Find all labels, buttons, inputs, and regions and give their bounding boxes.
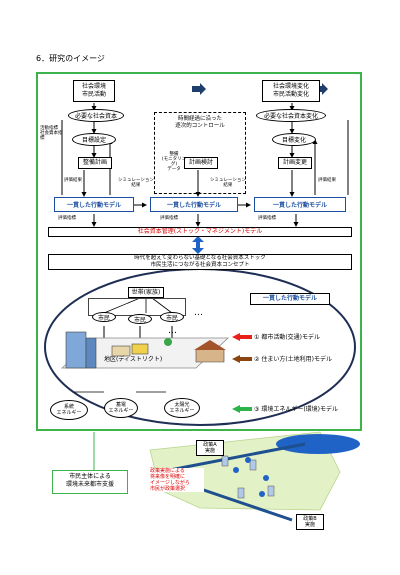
district-label: 地区(ディストリクト) xyxy=(104,356,163,363)
model-item-1: ① 都市活動(交通)モデル xyxy=(254,334,320,341)
left-indicator-label: 活動指標 社会資本指標 xyxy=(40,126,63,141)
right-goal-oval: 目標変化 xyxy=(272,133,316,146)
eval-result-label: 評価結果 xyxy=(318,178,336,183)
sequential-control-region xyxy=(154,112,246,194)
ellipsis: … xyxy=(194,308,203,318)
right-plan-box: 計画変更 xyxy=(278,157,312,169)
citizen-oval: 市民 xyxy=(128,314,152,324)
policy-selection-note: 政策実施による 将来像を明確に イメージしながら 市民が政策選択 xyxy=(150,468,204,492)
eval-result-label: 評価結果 xyxy=(64,178,82,183)
right-status-box: 社会環境変化 市民活動変化 xyxy=(262,80,320,102)
model-item-3: ③ 環境エネルギー(環境)モデル xyxy=(254,406,338,413)
sequential-control-label: 時間経過に沿った 逐次的コントロール xyxy=(175,116,225,129)
concept-box: 時代を超えて変わらない基礎となる社会資本ストック 市民生活につながる社会資本コン… xyxy=(48,254,352,270)
storage-energy-oval: 蓄電 エネルギー xyxy=(104,398,138,418)
citizen-oval: 市民 xyxy=(160,312,184,322)
ellipsis: … xyxy=(168,326,177,336)
consistent-model-box: 一貫した行動モデル xyxy=(250,293,330,305)
right-need-oval: 必要な社会資本変化 xyxy=(256,109,326,122)
citizen-oval: 市民 xyxy=(92,312,116,322)
model-item-2: ② 住まい方(土地利用)モデル xyxy=(254,356,332,363)
index-label: 評価指標 xyxy=(258,216,276,221)
monitoring-data-label: 整備 (モニタリング) データ xyxy=(161,152,187,172)
stock-management-bar: 社会資本管理(ストック・マネジメント)モデル xyxy=(48,227,352,237)
consistent-model-mid: 一貫した行動モデル xyxy=(150,197,238,212)
consistent-model-left: 一貫した行動モデル xyxy=(54,197,134,212)
policy-b-box: 政策B 実施 xyxy=(296,514,324,530)
research-image-frame xyxy=(36,72,362,431)
left-plan-box: 整備計画 xyxy=(78,157,112,169)
left-status-box: 社会環境 市民活動 xyxy=(73,80,115,102)
grid-energy-oval: 系統 エネルギー xyxy=(50,400,88,420)
simulation-result-label: シミュレーション 結果 xyxy=(210,178,246,188)
solar-energy-oval: 太陽光 エネルギー xyxy=(164,398,200,418)
left-need-oval: 必要な社会資本 xyxy=(68,109,124,122)
index-label: 評価指標 xyxy=(58,216,76,221)
section-heading: 6．研究のイメージ xyxy=(36,54,105,63)
consistent-model-right: 一貫した行動モデル xyxy=(254,197,346,212)
mid-plan-box: 計画検討 xyxy=(184,157,218,169)
citizen-support-callout: 市民主体による 環境未来都市支援 xyxy=(52,470,128,494)
simulation-result-label: シミュレーション 結果 xyxy=(118,178,154,188)
left-goal-oval: 目標設定 xyxy=(72,133,116,146)
household-box: 世帯(家族) xyxy=(128,287,164,298)
index-label: 評価指標 xyxy=(160,216,178,221)
policy-a-box: 政策A 実施 xyxy=(196,440,224,456)
